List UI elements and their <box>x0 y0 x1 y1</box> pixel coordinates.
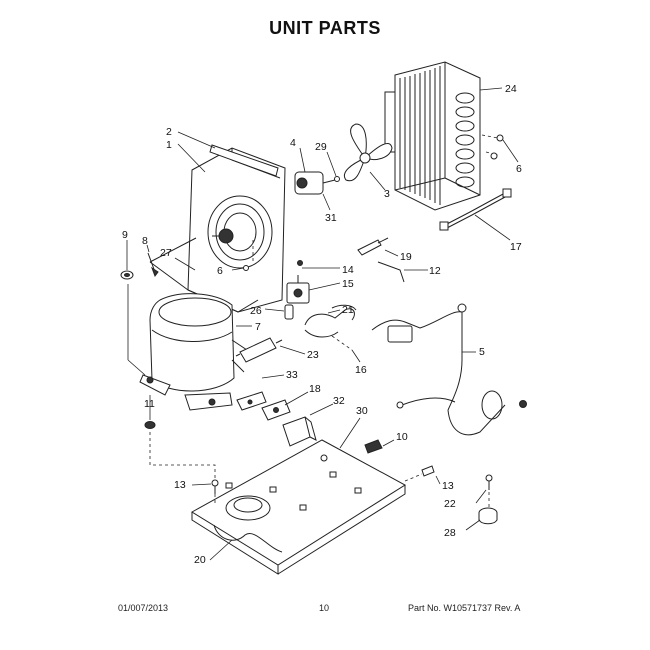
callout-label: 29 <box>315 141 327 153</box>
callout-labels: 2 1 4 29 3 31 24 6 17 9 8 27 6 19 12 14 … <box>122 83 522 566</box>
callout-label: 27 <box>160 247 172 259</box>
callout-label: 16 <box>355 364 367 376</box>
clip-part-10 <box>364 439 383 454</box>
leveling-leg-part-28 <box>478 507 498 525</box>
callout-label: 13 <box>442 480 454 492</box>
condenser-coil <box>384 61 481 211</box>
callout-label: 32 <box>333 395 345 407</box>
callout-label: 11 <box>144 398 155 410</box>
callout-label: 5 <box>479 346 485 358</box>
fan-motor <box>294 171 340 195</box>
callout-label: 19 <box>400 251 412 263</box>
filter-drier <box>235 337 283 363</box>
condenser-fan-blade <box>344 123 393 182</box>
callout-label: 6 <box>516 163 522 175</box>
relay-part-33 <box>236 391 267 411</box>
callout-label: 24 <box>505 83 517 95</box>
valve-body <box>284 304 294 320</box>
screw-part-13-right <box>421 465 435 477</box>
bolt-part-8 <box>147 252 159 278</box>
callout-label: 6 <box>217 265 223 277</box>
screw-icon <box>243 265 249 271</box>
callout-label: 4 <box>290 137 296 149</box>
capacitor-cover-part-32 <box>282 416 317 447</box>
hot-gas-valve <box>286 260 310 304</box>
callout-label: 1 <box>166 139 172 151</box>
overload-part-18 <box>261 399 291 421</box>
callout-label: 12 <box>429 265 441 277</box>
callout-label: 28 <box>444 527 456 539</box>
hex-key-part-12 <box>377 261 405 283</box>
footer-date: 01/007/2013 <box>118 603 169 613</box>
callout-label: 18 <box>309 383 321 395</box>
shroud-top-strip <box>209 144 279 177</box>
callout-label: 14 <box>342 264 354 276</box>
screw-icon <box>490 152 498 160</box>
callout-label: 33 <box>286 369 298 381</box>
tubing-assembly <box>304 304 357 338</box>
ground-wire-part-20 <box>213 524 283 553</box>
callout-label: 26 <box>250 305 262 317</box>
callout-label: 3 <box>384 188 390 200</box>
callout-label: 30 <box>356 405 368 417</box>
compressor <box>139 293 251 411</box>
wire-harness <box>439 188 512 231</box>
callout-label: 31 <box>325 212 337 224</box>
footer-page-number: 10 <box>319 603 330 613</box>
wire-lead-part-19 <box>357 237 389 256</box>
page-title: UNIT PARTS <box>269 18 381 38</box>
callout-label: 13 <box>174 479 186 491</box>
control-wire-harness <box>371 303 527 436</box>
screw-part-22 <box>485 474 493 490</box>
callout-label: 17 <box>510 241 522 253</box>
grommet-part-9 <box>120 270 134 280</box>
screw-part-11 <box>144 421 156 429</box>
callout-label: 10 <box>396 431 408 443</box>
callout-label: 7 <box>255 321 261 333</box>
base-pan <box>191 439 406 575</box>
callout-label: 9 <box>122 229 128 241</box>
footer-part-number: Part No. W10571737 Rev. A <box>408 603 521 613</box>
screw-icon <box>496 134 504 142</box>
callout-label: 22 <box>444 498 456 510</box>
fan-shroud-bracket <box>149 147 286 313</box>
callout-label: 2 <box>166 126 172 138</box>
screw-part-13-left <box>211 479 219 494</box>
callout-label: 15 <box>342 278 354 290</box>
callout-label: 23 <box>307 349 319 361</box>
callout-label: 8 <box>142 235 148 247</box>
callout-label: 21 <box>342 304 354 316</box>
callout-label: 20 <box>194 554 206 566</box>
